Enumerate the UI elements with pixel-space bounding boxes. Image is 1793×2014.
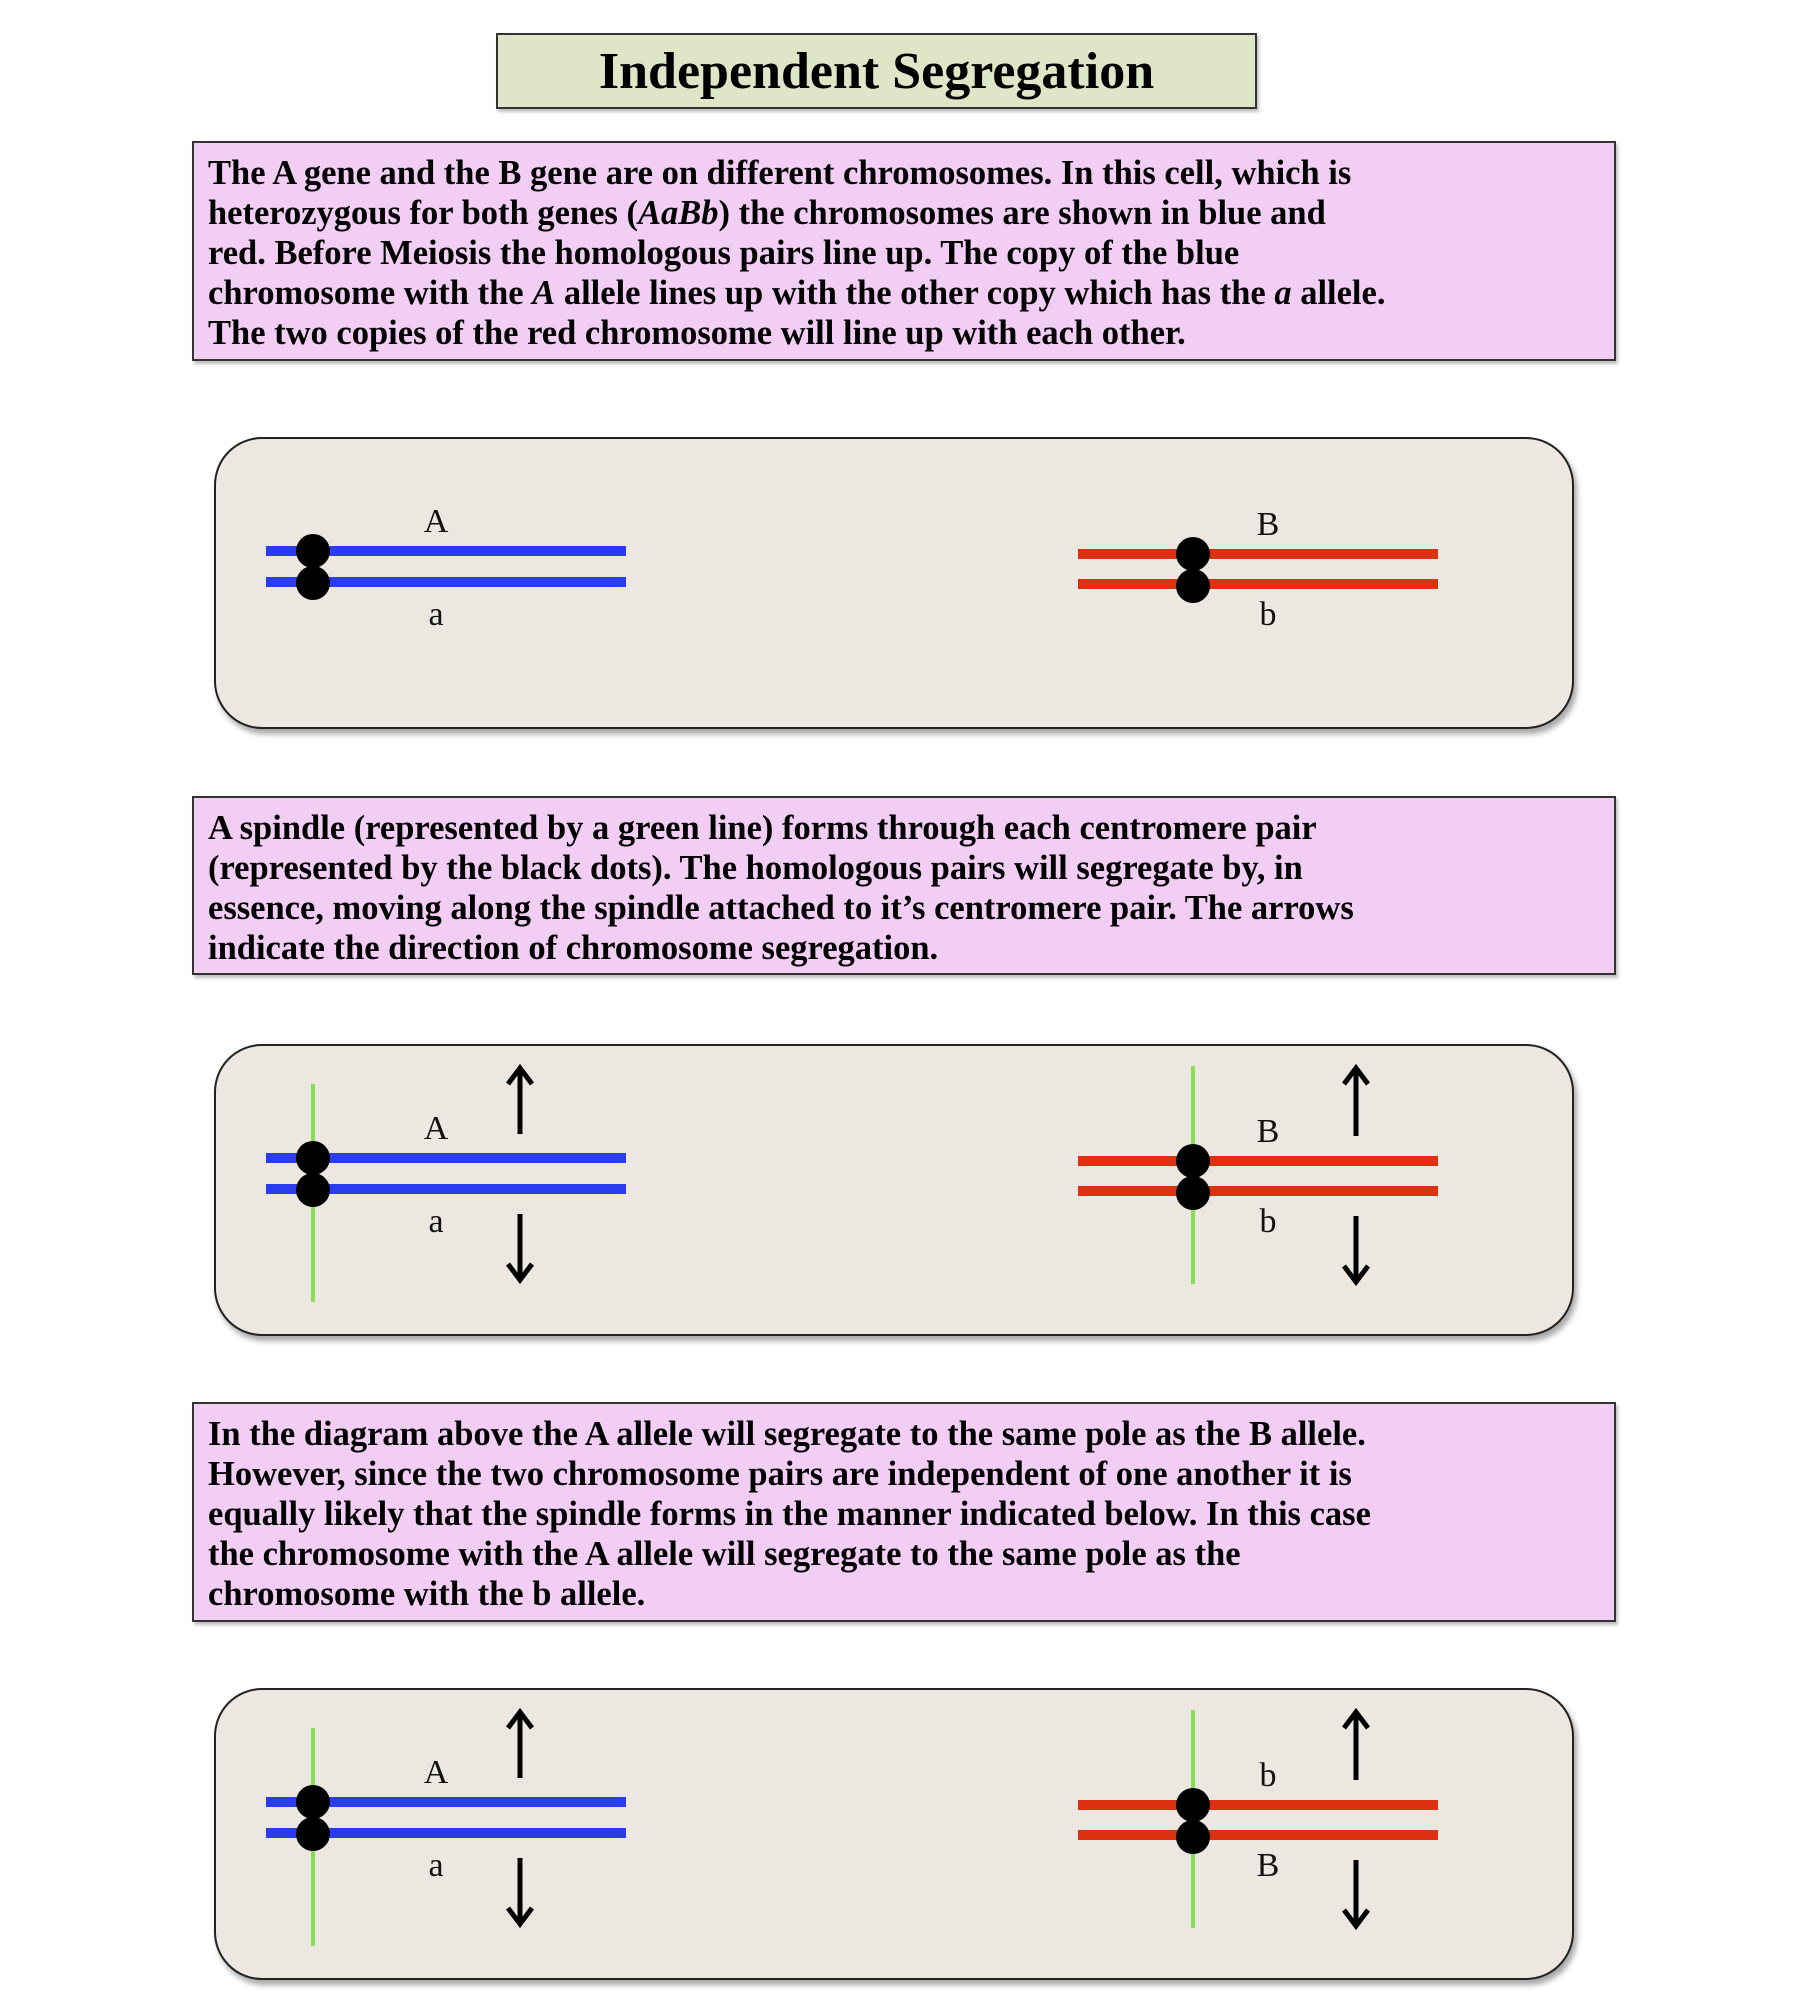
centromere-dot — [1176, 1144, 1210, 1178]
arrow-head — [506, 1262, 534, 1285]
allele-label-bottom: a — [428, 1847, 443, 1884]
allele-label-top: A — [424, 1110, 449, 1147]
up-arrow — [506, 1707, 534, 1778]
italic-run: A — [532, 274, 556, 312]
paragraph-line: chromosome with the A allele lines up wi… — [208, 273, 1600, 313]
text-run: essence, moving along the spindle attach… — [208, 889, 1354, 927]
paragraph-line: the chromosome with the A allele will se… — [208, 1534, 1600, 1574]
centromere-dot — [296, 1173, 330, 1207]
text-run: chromosome with the — [208, 274, 533, 312]
allele-label-bottom: a — [428, 1203, 443, 1240]
chromosome-diagram: Aa Bb — [266, 1063, 1438, 1302]
arrow-head — [1342, 1908, 1370, 1931]
paragraph-line: A spindle (represented by a green line) … — [208, 808, 1600, 848]
allele-label-bottom: b — [1260, 1203, 1277, 1240]
blue-chromosome-pair: Aa — [266, 1707, 626, 1946]
centromere-dot — [296, 566, 330, 600]
text-run: ) the chromosomes are shown in blue and — [718, 194, 1326, 232]
text-run: allele lines up with the other copy whic… — [555, 274, 1275, 312]
paragraph-line: indicate the direction of chromosome seg… — [208, 928, 1600, 968]
centromere-dot — [296, 1817, 330, 1851]
centromere-dot — [1176, 569, 1210, 603]
red-chromosome-pair: Bb — [1078, 506, 1438, 633]
text-run: allele. — [1291, 274, 1386, 312]
text-run: heterozygous for both genes ( — [208, 194, 638, 232]
centromere-dot — [296, 1141, 330, 1175]
down-arrow — [506, 1214, 534, 1285]
up-arrow — [1342, 1707, 1370, 1780]
centromere-dot — [1176, 537, 1210, 571]
paragraph-line: chromosome with the b allele. — [208, 1574, 1600, 1614]
allele-label-top: A — [424, 503, 449, 540]
allele-label-top: A — [424, 1754, 449, 1791]
paragraph-line: The two copies of the red chromosome wil… — [208, 313, 1600, 353]
centromere-dot — [296, 534, 330, 568]
text-run: However, since the two chromosome pairs … — [208, 1455, 1352, 1493]
text-run: the chromosome with the A allele will se… — [208, 1535, 1241, 1573]
paragraph-line: heterozygous for both genes (AaBb) the c… — [208, 193, 1600, 233]
arrow-head — [1342, 1707, 1370, 1730]
arrow-head — [506, 1707, 534, 1730]
text-run: indicate the direction of chromosome seg… — [208, 929, 939, 967]
down-arrow — [506, 1858, 534, 1929]
text-run: equally likely that the spindle forms in… — [208, 1495, 1371, 1533]
arrow-head — [1342, 1063, 1370, 1086]
allele-label-bottom: a — [428, 596, 443, 633]
red-chromosome-pair: Bb — [1078, 1063, 1438, 1287]
text-run: The two copies of the red chromosome wil… — [208, 314, 1186, 352]
text-run: A spindle (represented by a green line) … — [208, 809, 1317, 847]
text-run: red. Before Meiosis the homologous pairs… — [208, 234, 1240, 272]
intro-text-box: The A gene and the B gene are on differe… — [192, 141, 1616, 361]
paragraph-line: (represented by the black dots). The hom… — [208, 848, 1600, 888]
paragraph-line: equally likely that the spindle forms in… — [208, 1494, 1600, 1534]
allele-label-top: b — [1260, 1757, 1277, 1794]
down-arrow — [1342, 1860, 1370, 1931]
paragraph-line: red. Before Meiosis the homologous pairs… — [208, 233, 1600, 273]
spindle-text-box: A spindle (represented by a green line) … — [192, 796, 1616, 975]
arrow-head — [1342, 1264, 1370, 1287]
paragraph-line: The A gene and the B gene are on differe… — [208, 153, 1600, 193]
centromere-dot — [1176, 1176, 1210, 1210]
red-chromosome-pair: bB — [1078, 1707, 1438, 1931]
allele-label-bottom: B — [1257, 1847, 1280, 1884]
up-arrow — [1342, 1063, 1370, 1136]
paragraph-line: essence, moving along the spindle attach… — [208, 888, 1600, 928]
blue-chromosome-pair: Aa — [266, 503, 626, 633]
up-arrow — [506, 1063, 534, 1134]
centromere-dot — [296, 1785, 330, 1819]
italic-run: a — [1274, 274, 1292, 312]
blue-chromosome-pair: Aa — [266, 1063, 626, 1302]
centromere-dot — [1176, 1820, 1210, 1854]
allele-label-top: B — [1257, 506, 1280, 543]
text-run: (represented by the black dots). The hom… — [208, 849, 1303, 887]
allele-label-bottom: b — [1260, 596, 1277, 633]
text-run: In the diagram above the A allele will s… — [208, 1415, 1366, 1453]
page-title: Independent Segregation — [496, 33, 1257, 109]
chromosome-diagram: Aa Bb — [266, 503, 1438, 633]
independence-text-box: In the diagram above the A allele will s… — [192, 1402, 1616, 1622]
paragraph-line: In the diagram above the A allele will s… — [208, 1414, 1600, 1454]
italic-run: AaBb — [637, 194, 719, 232]
allele-label-top: B — [1257, 1113, 1280, 1150]
centromere-dot — [1176, 1788, 1210, 1822]
down-arrow — [1342, 1216, 1370, 1287]
text-run: The A gene and the B gene are on differe… — [208, 154, 1352, 192]
paragraph-line: However, since the two chromosome pairs … — [208, 1454, 1600, 1494]
text-run: chromosome with the b allele. — [208, 1575, 646, 1613]
arrow-head — [506, 1063, 534, 1086]
arrow-head — [506, 1906, 534, 1929]
